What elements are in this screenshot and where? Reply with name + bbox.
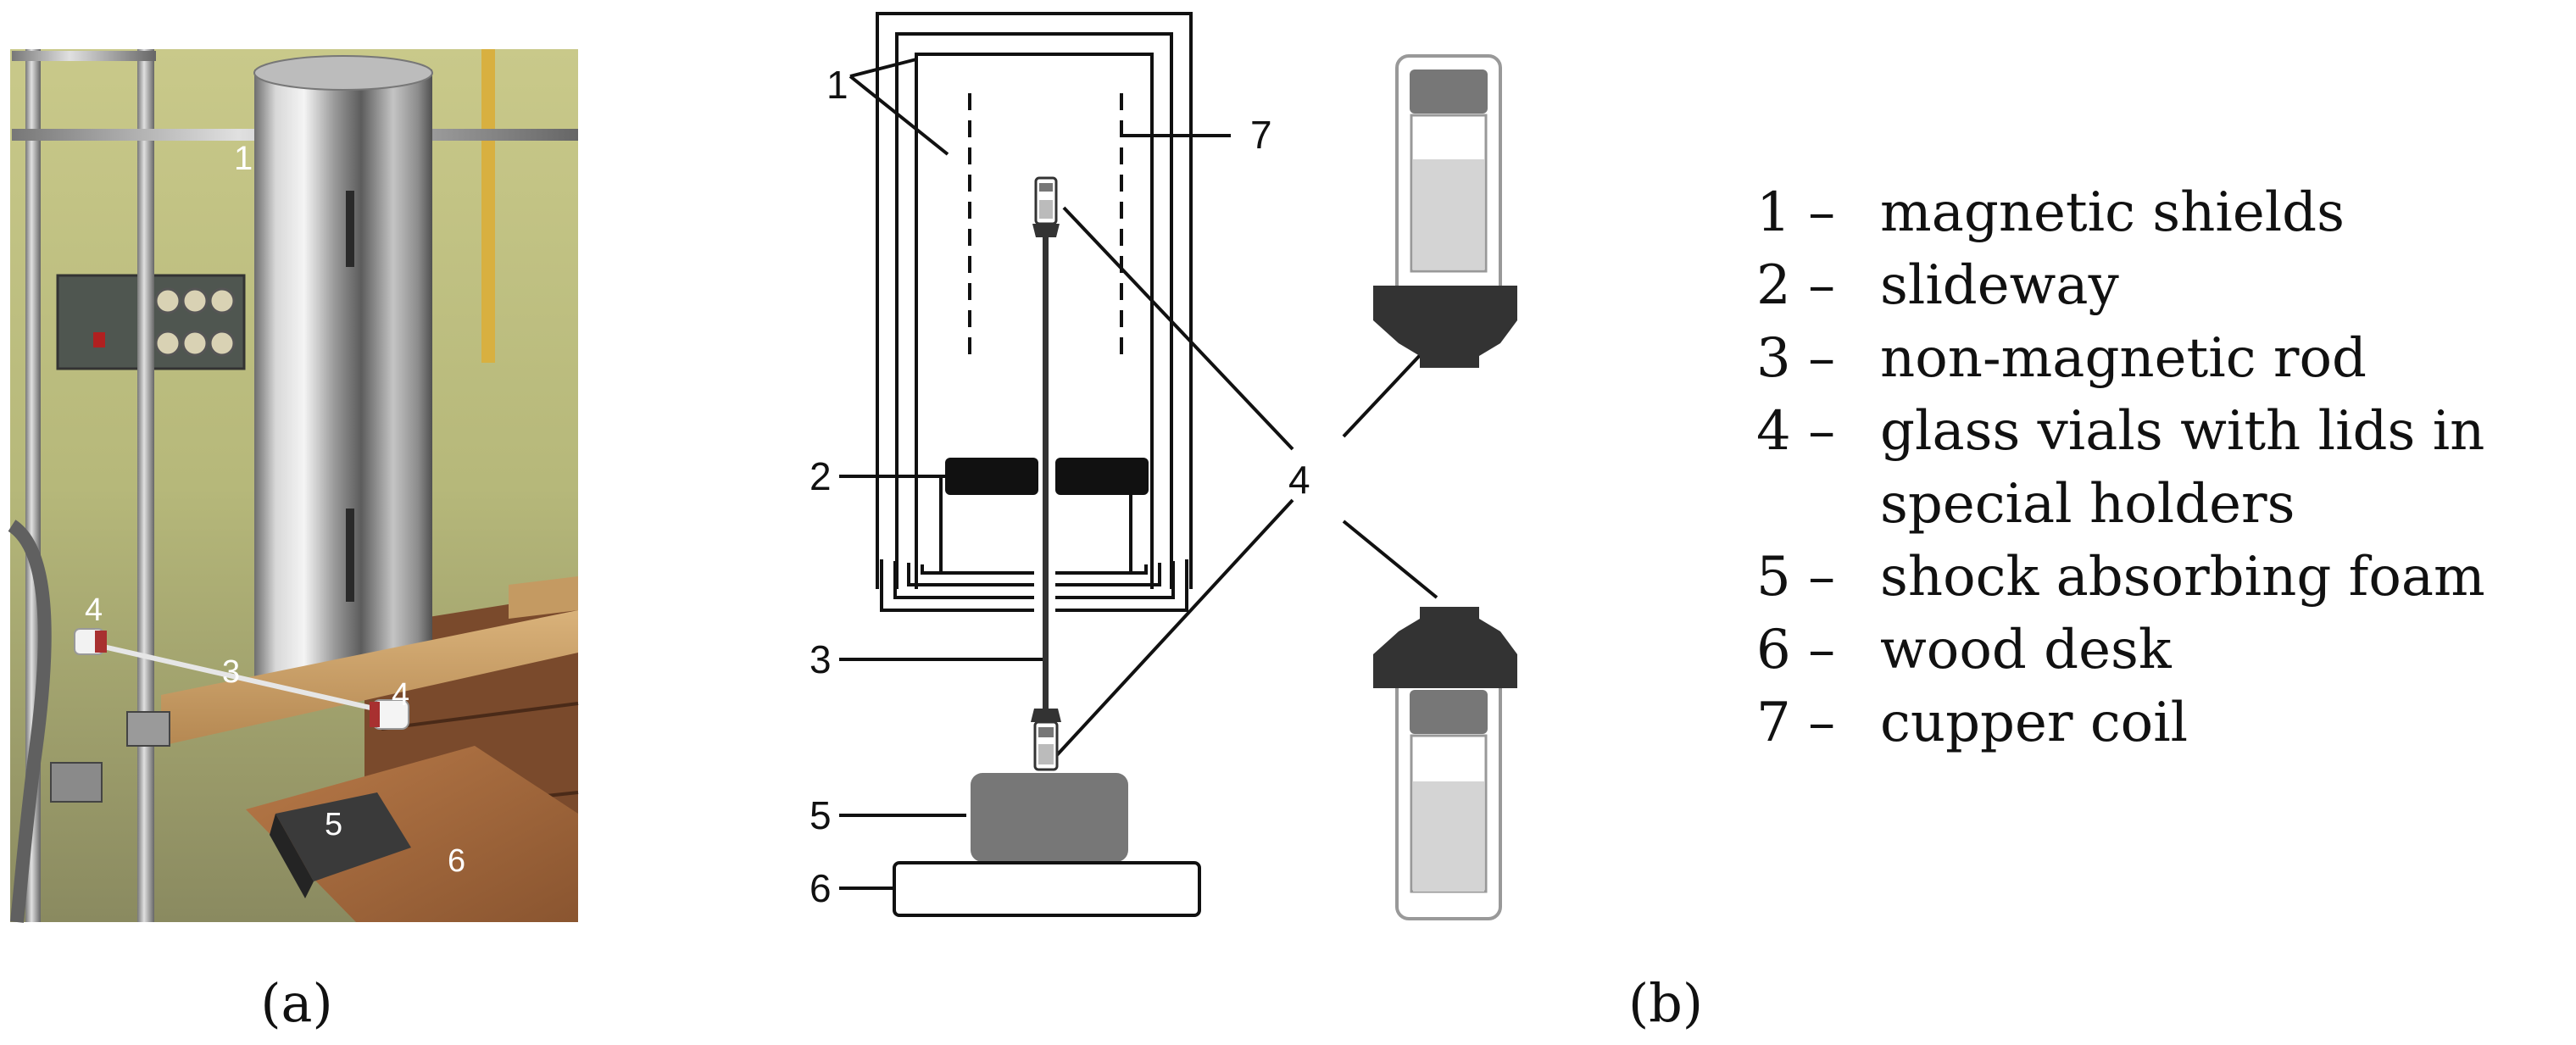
shield-middle — [895, 32, 1173, 589]
photo-wood-bench — [161, 610, 578, 746]
legend-num-7: 7 – — [1756, 692, 1835, 754]
photo-rod — [84, 640, 382, 713]
shield-cap-left-outer — [880, 559, 1034, 612]
legend-num-6: 6 – — [1756, 619, 1835, 681]
schematic-label-7: 7 — [1250, 113, 1272, 157]
legend-text-7: cupper coil — [1880, 692, 2188, 754]
photo-panel-a: 1 4 3 4 5 6 — [8, 49, 579, 923]
shield-outer — [876, 12, 1193, 589]
legend-num-4: 4 – — [1756, 400, 1835, 463]
photo-vial-right — [370, 699, 409, 730]
schematic-label-3: 3 — [810, 637, 832, 681]
schematic-label-5: 5 — [810, 793, 832, 837]
legend-num-3: 3 – — [1756, 327, 1835, 390]
desk — [893, 861, 1201, 917]
legend-text-4b: special holders — [1880, 473, 2295, 536]
schematic-label-4: 4 — [1288, 458, 1310, 502]
large-vial-inverted — [1373, 607, 1517, 920]
legend: 1 – magnetic shields 2 – slideway 3 – no… — [1756, 181, 2485, 754]
legend-text-2: slideway — [1880, 254, 2119, 317]
shield-inner — [915, 53, 1154, 589]
caption-a: (a) — [260, 972, 332, 1034]
slideway-left — [945, 458, 1038, 495]
photo-desk — [246, 746, 578, 922]
legend-num-1: 1 – — [1756, 181, 1835, 244]
photo-label-4-left: 4 — [85, 592, 103, 628]
photo-vial-left — [74, 628, 107, 655]
photo-label-1: 1 — [234, 140, 253, 177]
slideway-right — [1055, 458, 1149, 495]
vial-top — [1032, 176, 1060, 237]
photo-label-5: 5 — [325, 807, 342, 842]
legend-num-5: 5 – — [1756, 546, 1835, 609]
shield-cap-right-outer — [1055, 559, 1188, 612]
schematic-label-1: 1 — [826, 63, 848, 107]
photo-switch-light — [93, 332, 105, 347]
legend-num-2: 2 – — [1756, 254, 1835, 317]
photo-foam-block — [275, 792, 411, 881]
photo-label-4-right: 4 — [392, 677, 409, 713]
schematic-label-2: 2 — [810, 454, 832, 498]
large-vial-upright — [1373, 54, 1517, 368]
photo-shield-cylinder — [254, 69, 432, 680]
photo-label-6: 6 — [448, 843, 465, 879]
legend-text-4: glass vials with lids in — [1880, 400, 2484, 463]
legend-text-1: magnetic shields — [1880, 181, 2345, 244]
caption-b: (b) — [1628, 972, 1703, 1034]
photo-pole-middle — [137, 49, 154, 922]
legend-text-3: non-magnetic rod — [1880, 327, 2367, 390]
photo-label-3: 3 — [222, 654, 240, 690]
schematic-panel-b — [839, 12, 1453, 890]
legend-text-6: wood desk — [1880, 619, 2173, 681]
vial-bottom — [1031, 709, 1061, 771]
legend-text-5: shock absorbing foam — [1880, 546, 2485, 609]
photo-pipe — [481, 49, 495, 363]
photo-sockets — [154, 287, 236, 357]
rod — [1043, 229, 1049, 754]
foam — [971, 773, 1128, 862]
schematic-label-6: 6 — [810, 866, 832, 910]
